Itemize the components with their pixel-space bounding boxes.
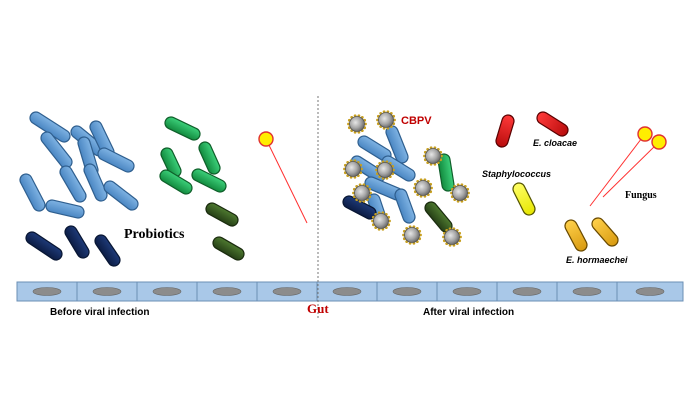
cbpv-virus-particle: [376, 110, 396, 130]
cbpv-virus-particle: [371, 211, 391, 231]
gut-cell-nucleus: [635, 287, 665, 296]
cbpv-virus-particle: [450, 183, 470, 203]
fungus-spore-right-2: [602, 134, 667, 198]
gut-label: Gut: [307, 301, 329, 316]
fungus-spore-left: [258, 131, 308, 224]
e-hormaechei-rod: [591, 217, 619, 247]
fungus-group: [258, 126, 667, 224]
probiotic-rod-green: [191, 168, 227, 193]
probiotic-rod-green: [164, 116, 201, 141]
cbpv-virus-particle: [352, 183, 372, 203]
gut-cell-nucleus: [32, 287, 62, 296]
probiotic-rod-olive: [212, 236, 245, 261]
cbpv-virus-particle: [423, 146, 443, 166]
probiotics-group: [19, 111, 245, 267]
gut-cell-nucleus: [152, 287, 182, 296]
cbpv-label: CBPV: [401, 115, 432, 127]
cbpv-virus-particle: [402, 225, 422, 245]
probiotic-rod-navy: [64, 225, 90, 259]
probiotic-rod-blue: [103, 180, 139, 211]
gut-cell-nucleus: [392, 287, 422, 296]
after-infection-label: After viral infection: [423, 307, 514, 318]
probiotic-rod-blue: [19, 173, 46, 212]
staphylococcus-label: Staphylococcus: [482, 169, 551, 179]
cbpv-virus-particle: [375, 160, 395, 180]
e-cloacae-rod: [536, 111, 569, 137]
gut-cell-nucleus: [452, 287, 482, 296]
gut-cell-nucleus: [572, 287, 602, 296]
probiotic-rod-blue: [59, 165, 87, 203]
staphylococcus-rod: [512, 182, 536, 216]
e-hormaechei-rod: [564, 219, 588, 252]
cbpv-virus-particle: [343, 159, 363, 179]
probiotic-rod-green: [198, 141, 221, 175]
cbpv-virus-group: [343, 110, 470, 247]
probiotic-rod-blue: [97, 147, 135, 173]
post-infection-group: [342, 111, 619, 252]
e-cloacae-label: E. cloacae: [533, 138, 577, 148]
cbpv-virus-particle: [413, 178, 433, 198]
probiotic-rod-green: [159, 169, 193, 195]
probiotic-rod-navy: [25, 231, 63, 261]
probiotic-rod-navy: [94, 234, 121, 267]
gut-cell-nucleus: [512, 287, 542, 296]
probiotic-rod-olive: [205, 202, 239, 227]
e-hormaechei-label: E. hormaechei: [566, 255, 628, 265]
cbpv-virus-particle: [442, 227, 462, 247]
probiotic-rod-blue: [394, 188, 416, 224]
fungus-spore-right-1: [589, 126, 653, 207]
before-infection-label: Before viral infection: [50, 307, 149, 318]
gut-cell-nucleus: [212, 287, 242, 296]
cbpv-virus-particle: [347, 114, 367, 134]
probiotic-rod-blue: [83, 163, 108, 202]
gut-cell-nucleus: [92, 287, 122, 296]
probiotic-rod-blue: [45, 199, 85, 219]
gut-cell-nucleus: [332, 287, 362, 296]
probiotics-label: Probiotics: [124, 227, 185, 242]
fungus-label: Fungus: [625, 190, 657, 201]
probiotic-rod-green: [437, 153, 455, 192]
e-cloacae-rod: [495, 114, 515, 148]
gut-epithelium: [16, 281, 684, 302]
gut-cell-nucleus: [272, 287, 302, 296]
